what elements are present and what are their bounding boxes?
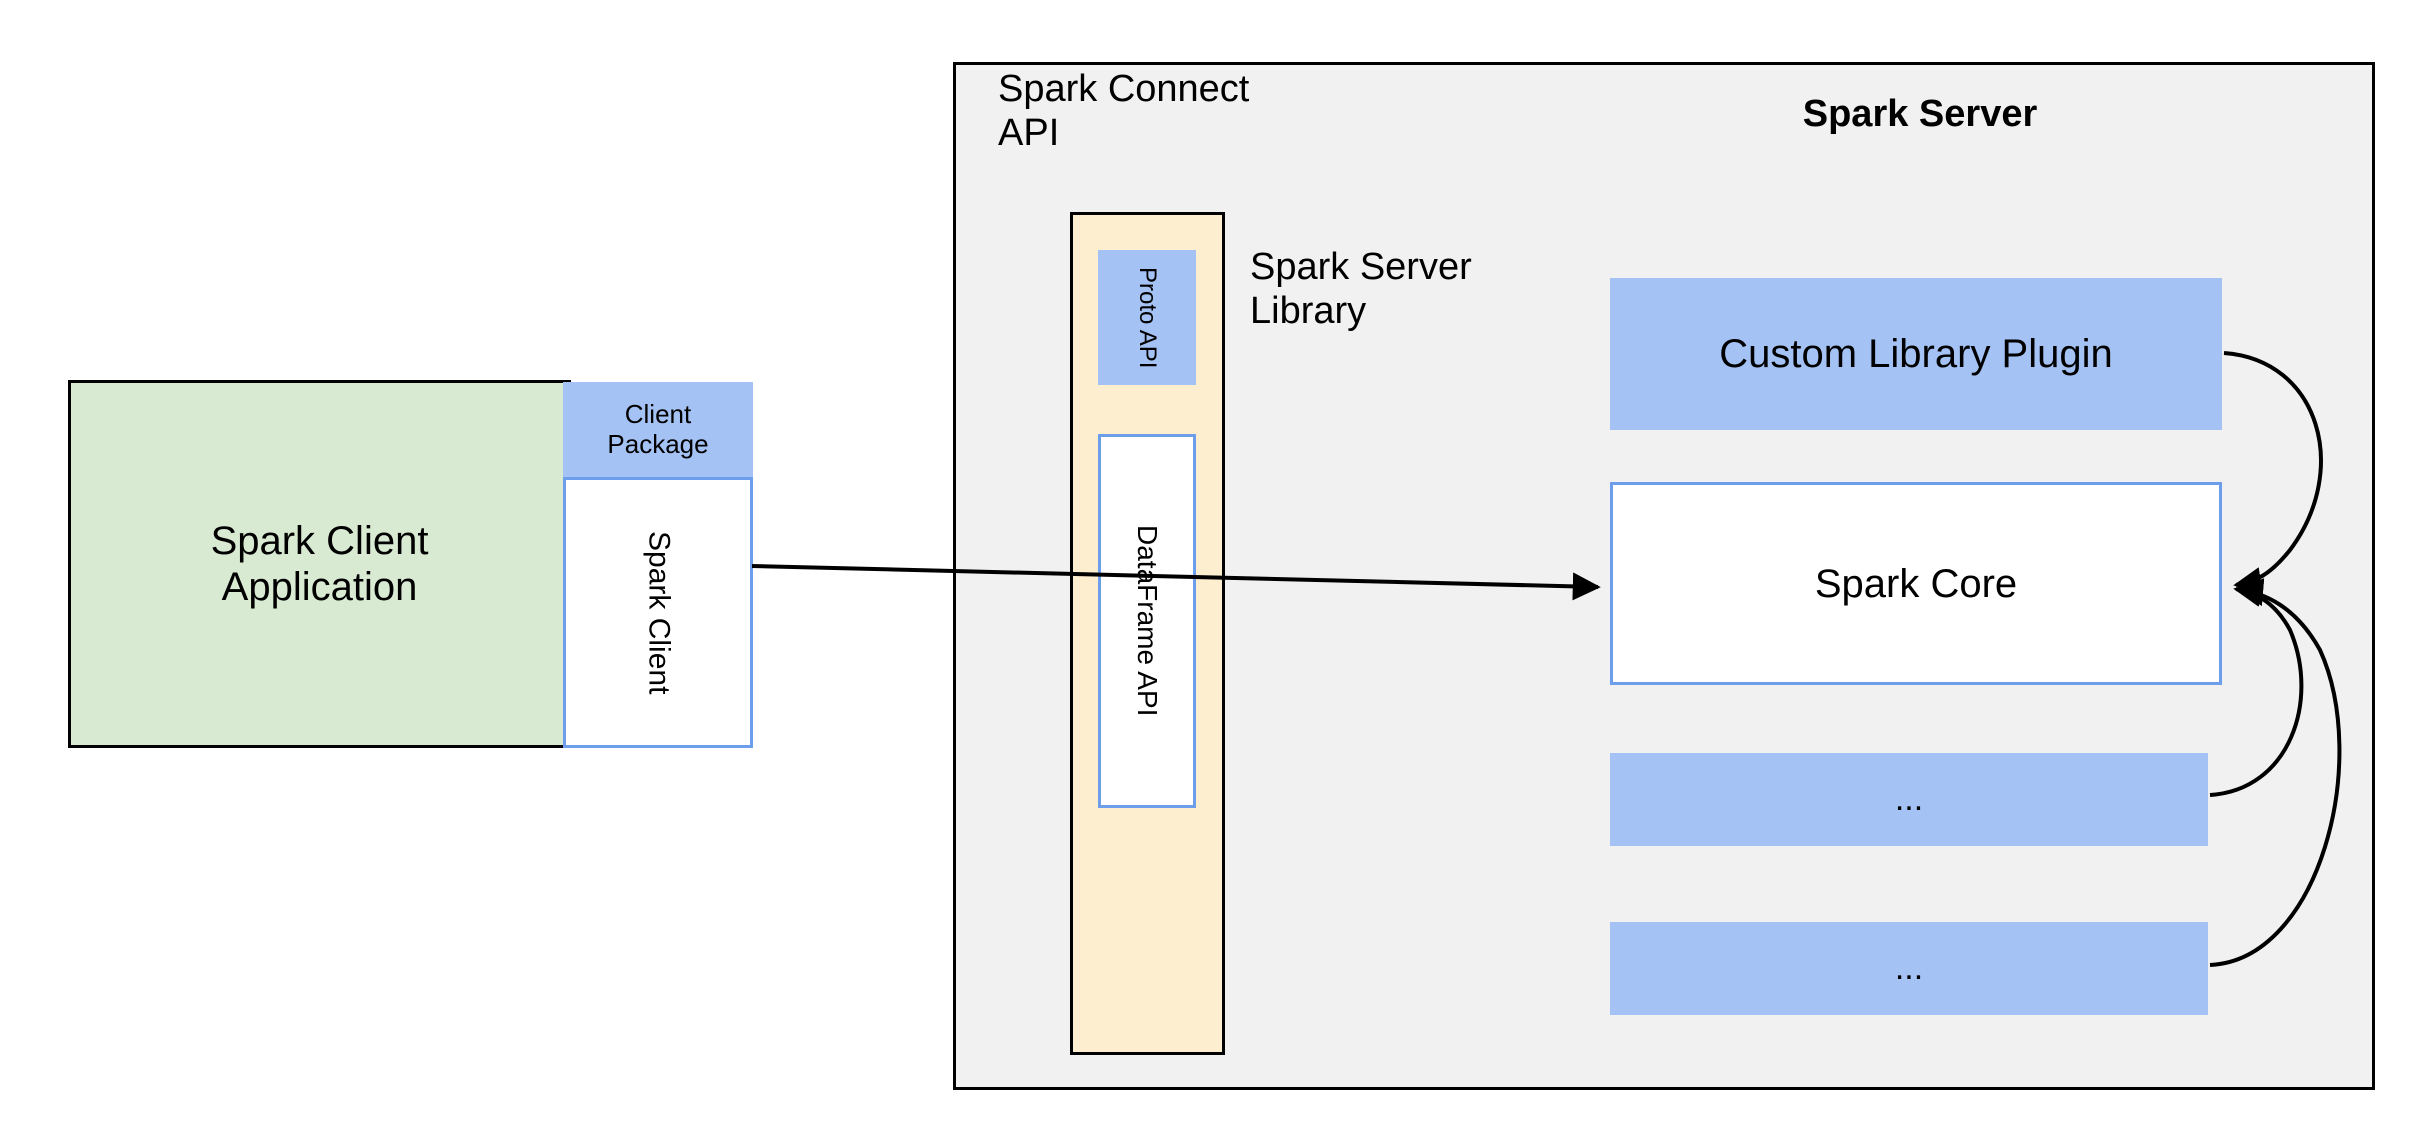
spark-connect-api-label: Spark Connect API xyxy=(998,68,1250,154)
spark-core-box[interactable]: Spark Core xyxy=(1610,482,2222,685)
etc-box-2[interactable]: ... xyxy=(1610,922,2208,1015)
proto-api-box[interactable]: Proto API xyxy=(1098,250,1196,385)
client-package-box[interactable]: Client Package xyxy=(563,382,753,477)
etc-box-1[interactable]: ... xyxy=(1610,753,2208,846)
spark-client-application-box[interactable]: Spark Client Application xyxy=(68,380,571,748)
spark-server-title: Spark Server xyxy=(1802,93,2038,136)
spark-server-library-label: Spark Server Library xyxy=(1250,246,1472,332)
custom-library-plugin-box[interactable]: Custom Library Plugin xyxy=(1610,278,2222,430)
dataframe-api-box[interactable]: DataFrame API xyxy=(1098,434,1196,808)
spark-client-box[interactable]: Spark Client xyxy=(563,477,753,748)
